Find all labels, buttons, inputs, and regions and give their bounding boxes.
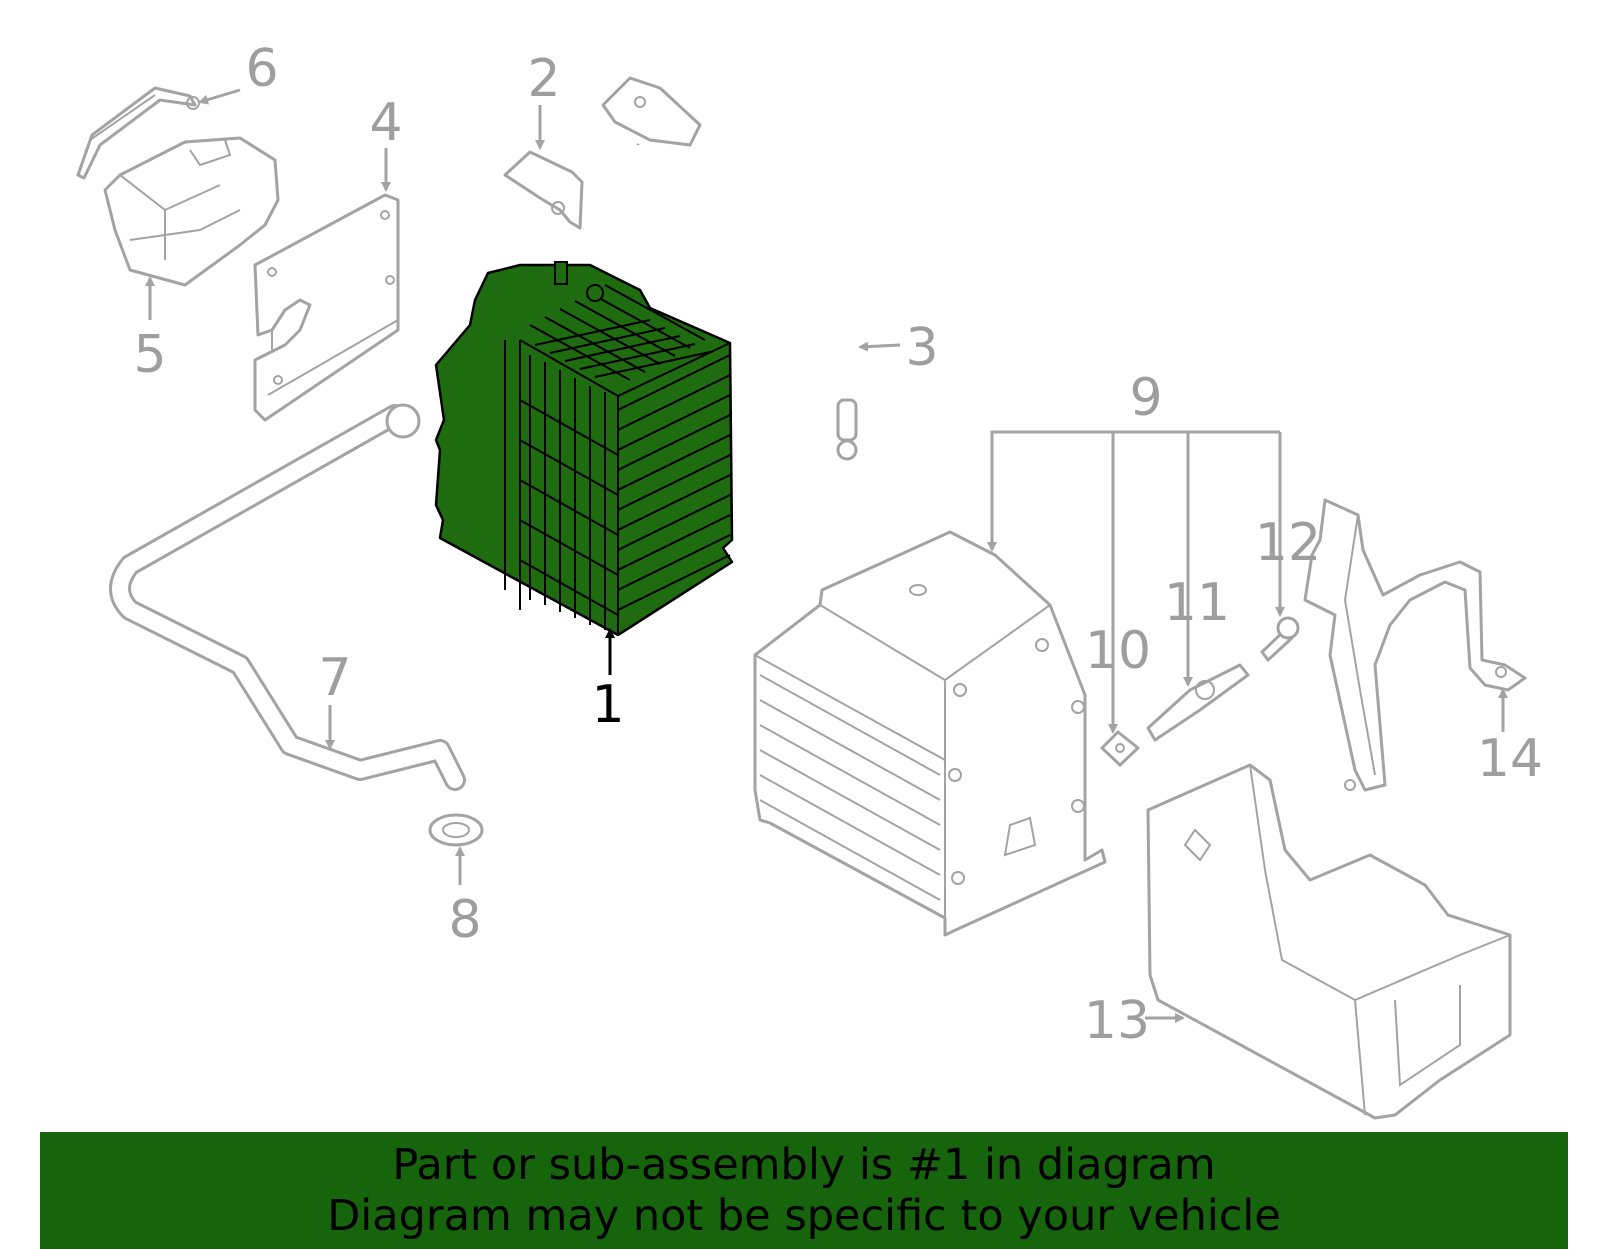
info-banner: Part or sub-assembly is #1 in diagram Di…	[40, 1132, 1568, 1249]
part-1-battery	[434, 261, 734, 637]
part-2-bracket	[503, 150, 584, 230]
callout-labels: 6 5 4 2 3 7 8 1 9 10 11 12 13 14	[133, 39, 1543, 1051]
part-12-bolt	[1260, 616, 1300, 662]
part-8-grommet	[428, 813, 484, 847]
callout-12: 12	[1255, 513, 1321, 573]
part-13-cover	[1146, 763, 1512, 1120]
banner-line-part: Part or sub-assembly is #1 in diagram	[392, 1139, 1216, 1190]
callout-13: 13	[1084, 991, 1150, 1051]
part-4-plate	[253, 193, 400, 422]
leader-3	[858, 341, 901, 352]
leader-6	[198, 88, 241, 105]
callout-2: 2	[527, 49, 560, 109]
part-14-support	[1303, 498, 1527, 792]
callout-9: 9	[1129, 368, 1162, 428]
banner-line-disclaimer: Diagram may not be specific to your vehi…	[327, 1190, 1281, 1241]
part-5-cover	[103, 136, 280, 287]
callout-4: 4	[369, 93, 402, 153]
part-11-clamp	[1146, 663, 1250, 742]
callout-14: 14	[1477, 729, 1543, 789]
callout-8: 8	[448, 890, 481, 950]
callout-1: 1	[591, 675, 624, 735]
part-7-hose	[109, 403, 466, 791]
part-10-clip	[1100, 730, 1140, 767]
callout-11: 11	[1164, 573, 1230, 633]
leader-9-bracket	[990, 430, 1280, 550]
callout-6: 6	[245, 39, 278, 99]
leader-lines	[145, 88, 1508, 1023]
callout-3: 3	[905, 318, 938, 378]
callout-5: 5	[133, 325, 166, 385]
part-9-tray	[753, 530, 1107, 937]
callout-10: 10	[1085, 621, 1151, 681]
part-3-cable	[601, 76, 858, 461]
callout-7: 7	[318, 648, 351, 708]
